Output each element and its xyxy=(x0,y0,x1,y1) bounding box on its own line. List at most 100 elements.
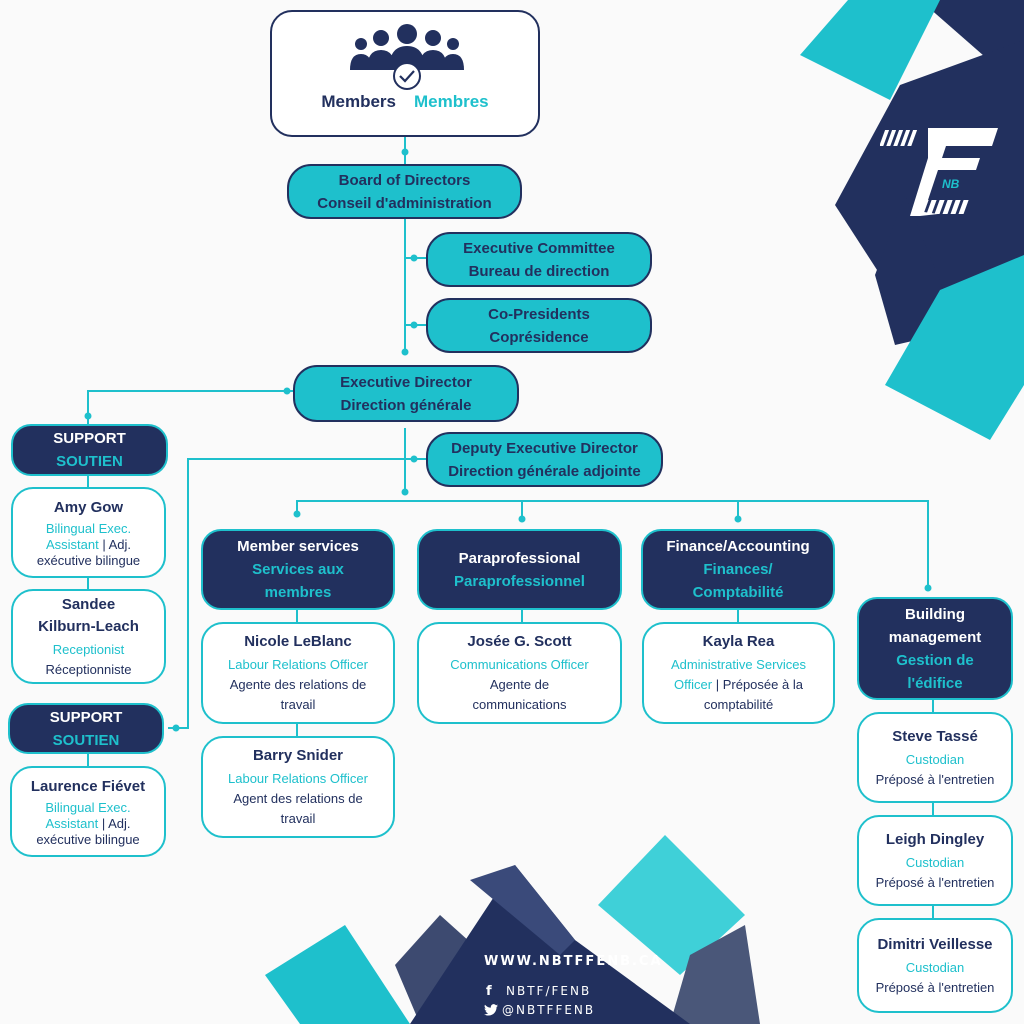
support-box-2: SUPPORT SOUTIEN xyxy=(8,703,164,754)
role-en: Custodian xyxy=(905,959,965,975)
role-en-1: Bilingual Exec. xyxy=(45,799,131,815)
role-en-2: Officer xyxy=(674,677,713,692)
building-en-2: management xyxy=(888,628,982,646)
co-presidents-box: Co-Presidents Coprésidence xyxy=(426,298,652,353)
person-name: Kayla Rea xyxy=(702,633,775,650)
member-services-box: Member services Services aux membres xyxy=(201,529,395,610)
role-fr: Préposé à l'entretien xyxy=(875,979,995,995)
members-label-fr: Membres xyxy=(414,92,489,111)
support-2-en: SUPPORT xyxy=(49,708,123,726)
role-sep: | Adj. xyxy=(98,815,131,831)
finance-en: Finance/Accounting xyxy=(666,538,810,555)
member-services-fr-1: Services aux xyxy=(252,561,344,578)
role-fr-1: Agente des relations de xyxy=(229,677,367,692)
person-name: Nicole LeBlanc xyxy=(244,633,352,650)
logo-letters: NB xyxy=(942,177,960,191)
role-fr-2: travail xyxy=(280,697,316,712)
person-name-1: Sandee xyxy=(61,595,116,613)
twitter-handle: @NBTFFENB xyxy=(502,1003,596,1017)
person-card-barry-snider: Barry Snider Labour Relations Officer Ag… xyxy=(201,736,395,838)
role-fr-1: Agent des relations de xyxy=(233,791,363,806)
nbtf-logo: NB xyxy=(880,128,998,216)
members-box: Members Membres xyxy=(270,10,540,137)
board-fr: Conseil d'administration xyxy=(317,194,492,212)
exec-director-fr: Direction générale xyxy=(340,396,472,414)
support-box-1: SUPPORT SOUTIEN xyxy=(11,424,168,476)
member-services-fr-2: membres xyxy=(264,584,332,601)
building-en-1: Building xyxy=(905,605,965,623)
support-2-fr: SOUTIEN xyxy=(52,731,120,749)
person-card-amy-gow: Amy Gow Bilingual Exec. Assistant | Adj.… xyxy=(11,487,166,578)
twitter-icon xyxy=(484,1004,498,1016)
deputy-executive-director-box: Deputy Executive Director Direction géné… xyxy=(426,432,663,487)
person-card-leigh-dingley: Leigh Dingley Custodian Préposé à l'entr… xyxy=(857,815,1013,906)
role-en: Labour Relations Officer xyxy=(228,771,368,786)
deputy-en: Deputy Executive Director xyxy=(451,439,638,457)
person-name: Josée G. Scott xyxy=(467,633,572,650)
role-fr: exécutive bilingue xyxy=(36,552,141,568)
exec-committee-fr: Bureau de direction xyxy=(468,262,610,280)
role-en: Communications Officer xyxy=(450,657,589,672)
person-name: Dimitri Veillesse xyxy=(877,935,993,953)
person-name: Steve Tassé xyxy=(892,727,978,745)
members-label-en: Members xyxy=(321,92,396,111)
person-card-dimitri-veillesse: Dimitri Veillesse Custodian Préposé à l'… xyxy=(857,918,1013,1013)
paraprofessional-en: Paraprofessional xyxy=(458,549,581,567)
person-name: Leigh Dingley xyxy=(885,830,985,848)
role-fr: Réceptionniste xyxy=(45,661,132,677)
facebook-handle: NBTF/FENB xyxy=(506,984,592,998)
role-fr-2: communications xyxy=(472,697,567,712)
person-name: Amy Gow xyxy=(53,498,124,516)
role-fr: Préposé à l'entretien xyxy=(875,771,995,787)
role-en: Receptionist xyxy=(52,641,125,657)
person-card-josee-g-scott: Josée G. Scott Communications Officer Ag… xyxy=(417,622,622,724)
board-of-directors-box: Board of Directors Conseil d'administrat… xyxy=(287,164,522,219)
finance-accounting-box: Finance/Accounting Finances/ Comptabilit… xyxy=(641,529,835,610)
person-card-nicole-leblanc: Nicole LeBlanc Labour Relations Officer … xyxy=(201,622,395,724)
role-fr-2: travail xyxy=(280,811,316,826)
person-card-sandee-kilburn-leach: Sandee Kilburn-Leach Receptionist Récept… xyxy=(11,589,166,684)
support-1-fr: SOUTIEN xyxy=(56,453,123,470)
person-card-laurence-fievet: Laurence Fiévet Bilingual Exec. Assistan… xyxy=(10,766,166,857)
finance-fr-2: Comptabilité xyxy=(692,584,784,601)
exec-director-en: Executive Director xyxy=(340,373,472,391)
role-en-2: Assistant xyxy=(45,536,99,552)
building-fr-1: Gestion de xyxy=(896,651,974,669)
role-fr-1: Préposée à la xyxy=(722,677,803,692)
executive-committee-box: Executive Committee Bureau de direction xyxy=(426,232,652,287)
person-card-steve-tasse: Steve Tassé Custodian Préposé à l'entret… xyxy=(857,712,1013,803)
role-sep: | xyxy=(712,677,723,692)
website-link[interactable]: WWW.NBTFFENB.CA xyxy=(484,954,663,969)
co-presidents-en: Co-Presidents xyxy=(488,305,590,323)
paraprofessional-box: Paraprofessional Paraprofessionnel xyxy=(417,529,622,610)
building-management-box: Building management Gestion de l'édifice xyxy=(857,597,1013,700)
deputy-fr: Direction générale adjointe xyxy=(448,462,641,480)
role-fr-2: comptabilité xyxy=(703,697,774,712)
role-sep: | Adj. xyxy=(98,536,132,552)
person-card-kayla-rea: Kayla Rea Administrative Services Office… xyxy=(642,622,835,724)
role-en: Labour Relations Officer xyxy=(228,657,368,672)
role-en: Custodian xyxy=(905,751,965,767)
role-fr: exécutive bilingue xyxy=(36,831,140,847)
person-name: Barry Snider xyxy=(252,747,344,764)
person-name: Laurence Fiévet xyxy=(30,777,146,795)
support-1-en: SUPPORT xyxy=(53,430,126,447)
facebook-row[interactable]: f NBTF/FENB xyxy=(486,982,591,1000)
facebook-icon: f xyxy=(486,983,492,999)
role-en-1: Administrative Services xyxy=(670,657,807,672)
role-en-2: Assistant xyxy=(45,815,99,831)
people-check-icon xyxy=(350,24,464,90)
member-services-en: Member services xyxy=(237,538,359,555)
role-fr-1: Agente de xyxy=(489,677,550,692)
paraprofessional-fr: Paraprofessionnel xyxy=(454,572,585,590)
role-fr: Préposé à l'entretien xyxy=(875,874,995,890)
role-en: Custodian xyxy=(905,854,965,870)
building-fr-2: l'édifice xyxy=(907,674,963,692)
executive-director-box: Executive Director Direction générale xyxy=(293,365,519,422)
board-en: Board of Directors xyxy=(338,171,471,189)
twitter-row[interactable]: @NBTFFENB xyxy=(484,1001,595,1019)
role-en-1: Bilingual Exec. xyxy=(45,520,132,536)
person-name-2: Kilburn-Leach xyxy=(38,617,139,635)
